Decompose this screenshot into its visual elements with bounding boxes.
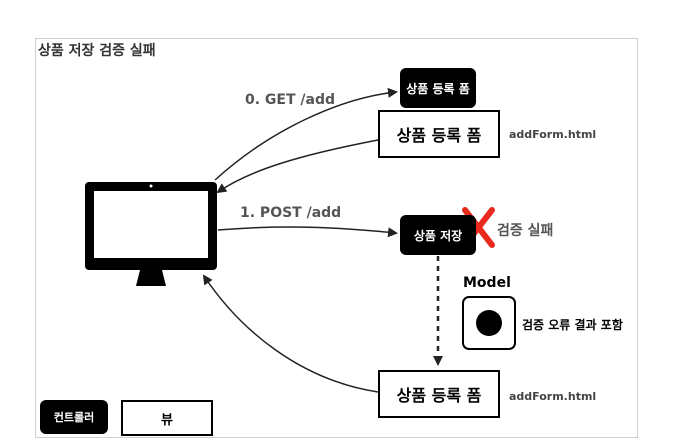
save-controller-box: 상품 저장: [400, 215, 476, 255]
post-label: 1. POST /add: [240, 205, 342, 221]
get-request-arrow: [214, 87, 398, 181]
form-view-bottom-box: 상품 등록 폼: [378, 370, 500, 418]
form-controller-box: 상품 등록 폼: [400, 68, 476, 108]
form-view-bottom-file: addForm.html: [509, 390, 597, 403]
form-view-top-box: 상품 등록 폼: [378, 110, 500, 158]
diagram-title: 상품 저장 검증 실패: [38, 43, 156, 59]
diagram-frame: [35, 38, 638, 438]
monitor-icon: [85, 182, 217, 286]
model-title: Model: [463, 275, 511, 291]
legend-controller: 컨트롤러: [40, 400, 108, 434]
get-label: 0. GET /add: [245, 92, 336, 108]
model-icon: [462, 296, 516, 350]
form-response-arrow: [216, 139, 379, 194]
validation-fail-label: 검증 실패: [497, 223, 554, 239]
form-view-top-file: addForm.html: [509, 128, 597, 141]
post-request-arrow: [217, 226, 398, 238]
error-response-arrow: [202, 274, 379, 393]
legend-view: 뷰: [121, 400, 213, 436]
model-note: 검증 오류 결과 포함: [522, 318, 623, 332]
